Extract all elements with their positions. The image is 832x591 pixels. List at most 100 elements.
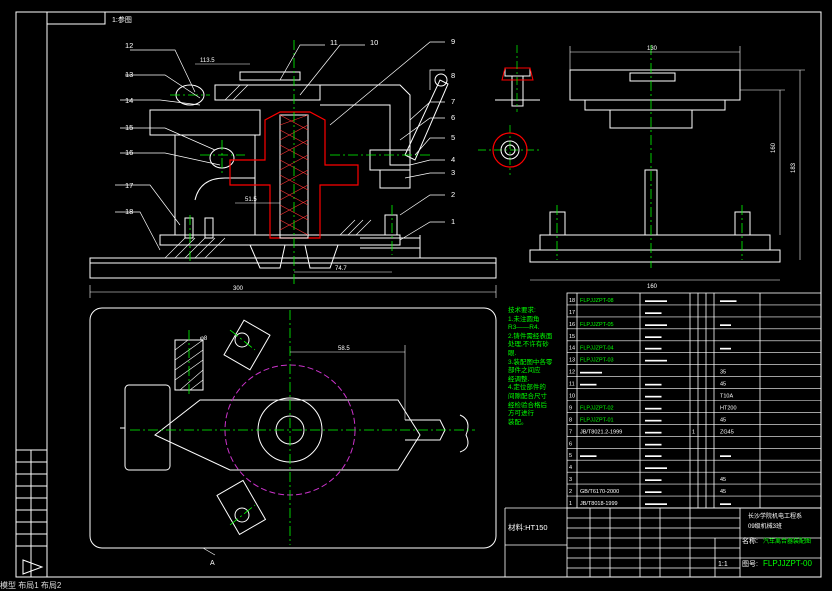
table-cell-name: ▬▬▬ [645, 489, 662, 495]
table-cell-material: 45 [720, 489, 726, 495]
balloon-10: 10 [370, 38, 378, 47]
dim-side-width-top: 130 [647, 46, 658, 52]
table-cell-material: ▬▬ [720, 501, 732, 507]
balloon-7: 7 [451, 97, 455, 106]
table-cell-no: 9 [569, 405, 572, 411]
title-scale: 1:1 [718, 561, 728, 568]
dim-bottom-offset: 74.7 [335, 266, 347, 272]
table-cell-material: ▬▬ [720, 346, 732, 352]
table-cell-code: ▬▬▬ [580, 453, 597, 459]
table-cell-code: FLPJJZPT-03 [580, 358, 614, 364]
table-cell-name: ▬▬▬▬ [645, 358, 668, 364]
table-cell-name: ▬▬▬▬ [645, 298, 668, 304]
table-cell-name: ▬▬▬▬ [645, 465, 668, 471]
table-cell-material: 35 [720, 370, 726, 376]
ucs-icon [22, 559, 44, 575]
balloon-5: 5 [451, 133, 455, 142]
table-cell-code: JB/T8021.2-1999 [580, 429, 622, 435]
table-cell-no: 8 [569, 417, 572, 423]
title-name-value: 汽车离合器装配图 [763, 537, 811, 545]
table-cell-name: ▬▬▬ [645, 310, 662, 316]
table-cell-name: ▬▬▬▬ [645, 501, 668, 507]
balloon-18: 18 [125, 207, 133, 216]
title-school: 长沙学院机电工程系 [748, 512, 802, 520]
table-cell-no: 18 [569, 298, 575, 304]
balloon-9: 9 [451, 37, 455, 46]
front-view: 113.5 300 74.7 51.5 [89, 40, 497, 298]
notes-line-1: 1.未注圆角 [508, 315, 540, 323]
balloon-12: 12 [125, 41, 133, 50]
detail-view [478, 45, 542, 175]
dim-side-height-a: 160 [771, 142, 777, 153]
notes-line-9: 4.定位部件的 [508, 384, 546, 392]
balloon-15: 15 [125, 123, 133, 132]
table-cell-no: 6 [569, 441, 572, 447]
table-cell-name: ▬▬▬ [645, 394, 662, 400]
balloon-numbers: 12 13 14 15 16 17 18 11 10 9 8 7 6 5 4 3… [125, 37, 455, 226]
balloon-3: 3 [451, 168, 455, 177]
technical-notes: 技术要求: 1.未注圆角 R3——R4. 2.铸件需经表面 处理,不许有砂 眼.… [508, 307, 566, 427]
corner-label: 1:参图 [112, 15, 132, 24]
table-cell-name: ▬▬▬ [645, 453, 662, 459]
table-cell-no: 2 [569, 489, 572, 495]
dim-bore: 51.5 [245, 197, 257, 203]
table-cell-name: ▬▬▬ [645, 382, 662, 388]
notes-line-5: 眼. [508, 349, 517, 357]
balloon-2: 2 [451, 190, 455, 199]
notes-line-2: R3——R4. [508, 324, 540, 332]
balloon-11: 11 [330, 38, 338, 47]
dim-plan-small: φ8 [200, 336, 208, 342]
model-tabs[interactable]: 模型 布局1 布局2 [0, 581, 62, 590]
dim-side-height-b: 183 [791, 162, 797, 173]
notes-title: 技术要求: [508, 307, 536, 314]
notes-line-10: 间隙配合尺寸 [508, 392, 547, 400]
title-class: 09级机械3班 [748, 522, 782, 530]
dim-overall-length: 300 [233, 286, 244, 292]
notes-line-7: 部件之间应 [508, 367, 541, 375]
table-cell-material: 45 [720, 382, 726, 388]
table-cell-code: ▬▬▬▬ [580, 370, 603, 376]
section-mark: A [210, 560, 215, 567]
balloon-4: 4 [451, 155, 455, 164]
table-cell-no: 17 [569, 310, 575, 316]
table-cell-no: 15 [569, 334, 575, 340]
table-cell-no: 13 [569, 358, 575, 364]
table-cell-name: ▬▬▬ [645, 334, 662, 340]
table-cell-no: 14 [569, 346, 575, 352]
notes-line-3: 2.铸件需经表面 [508, 332, 553, 340]
table-cell-code: GB/T6170-2000 [580, 489, 619, 495]
dim-side-width-bottom: 160 [647, 284, 658, 290]
table-cell-no: 10 [569, 394, 575, 400]
table-cell-code: ▬▬▬ [580, 382, 597, 388]
table-cell-no: 5 [569, 453, 572, 459]
notes-line-6: 3.装配图中各零 [508, 358, 553, 366]
balloon-14: 14 [125, 96, 133, 105]
table-cell-material: ▬▬ [720, 453, 732, 459]
sheet-frame [15, 11, 822, 578]
table-cell-name: ▬▬▬ [645, 477, 662, 483]
table-cell-material: HT200 [720, 405, 737, 411]
table-cell-name: ▬▬▬▬ [645, 322, 668, 328]
table-cell-no: 1 [569, 501, 572, 507]
table-cell-name: ▬▬▬ [645, 441, 662, 447]
table-cell-material: ZG45 [720, 429, 734, 435]
notes-line-11: 经检验合格后 [508, 401, 547, 409]
title-code-label: 图号: [742, 560, 758, 568]
title-name-label: 名称: [742, 536, 758, 545]
table-cell-no: 7 [569, 429, 572, 435]
balloon-17: 17 [125, 181, 133, 190]
dim-plan-radius: 58.5 [338, 346, 350, 352]
notes-line-4: 处理,不许有砂 [508, 341, 549, 349]
table-cell-material: 45 [720, 417, 726, 423]
table-cell-code: JB/T8018-1999 [580, 501, 618, 507]
table-cell-material: ▬▬ [720, 322, 732, 328]
table-cell-code: FLPJJZPT-04 [580, 346, 614, 352]
notes-line-13: 装配。 [508, 418, 528, 426]
table-cell-code: FLPJJZPT-05 [580, 322, 614, 328]
notes-line-8: 经调整. [508, 375, 530, 383]
table-cell-no: 12 [569, 370, 575, 376]
table-cell-no: 3 [569, 477, 572, 483]
table-cell-name: ▬▬▬ [645, 417, 662, 423]
table-cell-code: FLPJJZPT-02 [580, 405, 614, 411]
